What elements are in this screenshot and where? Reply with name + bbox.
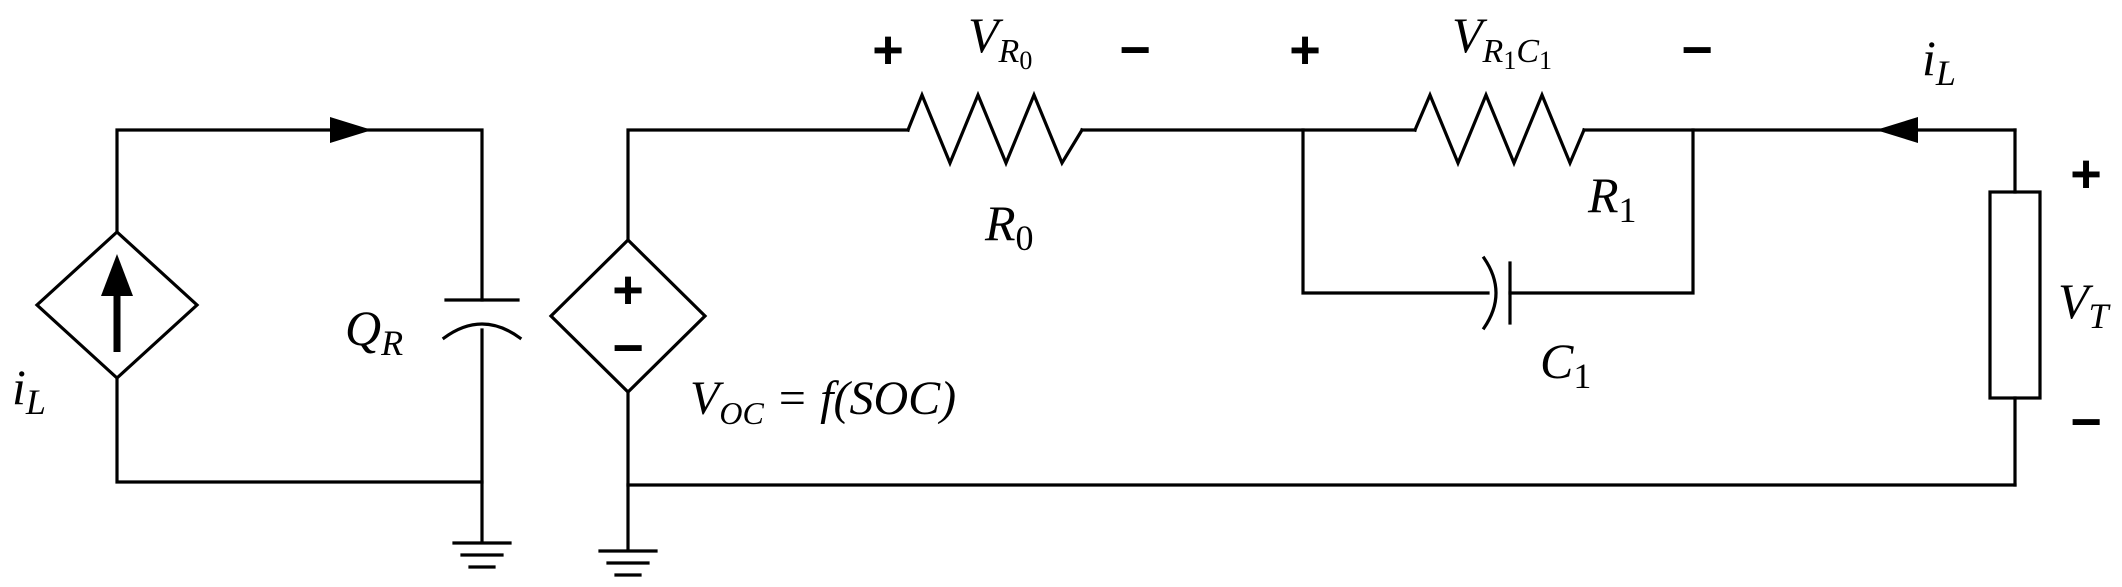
vr1c1-plus: +: [1289, 20, 1321, 80]
label-c1: C1: [1540, 333, 1591, 396]
voltage-source-plus: +: [612, 260, 644, 320]
resistor-r0: [905, 90, 1085, 168]
vt-minus: −: [2070, 392, 2102, 452]
vr0-minus: −: [1119, 20, 1151, 80]
source-arrow-icon: [101, 254, 133, 296]
vr0-plus: +: [872, 20, 904, 80]
current-direction-arrow: [1876, 117, 1918, 143]
rc-branch-wires: [1301, 128, 1695, 295]
ground-left: [452, 541, 512, 569]
label-current-right: iL: [1922, 30, 1956, 93]
main-wires: [626, 128, 2017, 550]
resistor-r1: [1412, 90, 1587, 168]
label-r1: R1: [1587, 167, 1637, 230]
ground-right: [598, 549, 658, 577]
dependent-current-source: [34, 229, 200, 381]
left-loop-wires: [115, 128, 484, 542]
label-r0: R0: [984, 195, 1034, 258]
label-vr0: VR0: [968, 7, 1032, 75]
label-ocv: VOC = f(SOC): [690, 372, 956, 431]
terminal-load: [1988, 190, 2042, 400]
capacitor-c1: [1481, 255, 1512, 331]
label-current-source: iL: [12, 359, 46, 422]
label-capacity: QR: [345, 300, 403, 363]
label-vr1c1: VR1C1: [1452, 7, 1552, 75]
label-vt: VT: [2058, 273, 2112, 336]
dependent-voltage-source: [548, 237, 708, 395]
vr1c1-minus: −: [1681, 20, 1713, 80]
capacitor-qr: [441, 298, 523, 341]
vt-plus: +: [2070, 144, 2102, 204]
current-direction-arrow: [330, 117, 372, 143]
voltage-source-minus: −: [612, 318, 644, 378]
